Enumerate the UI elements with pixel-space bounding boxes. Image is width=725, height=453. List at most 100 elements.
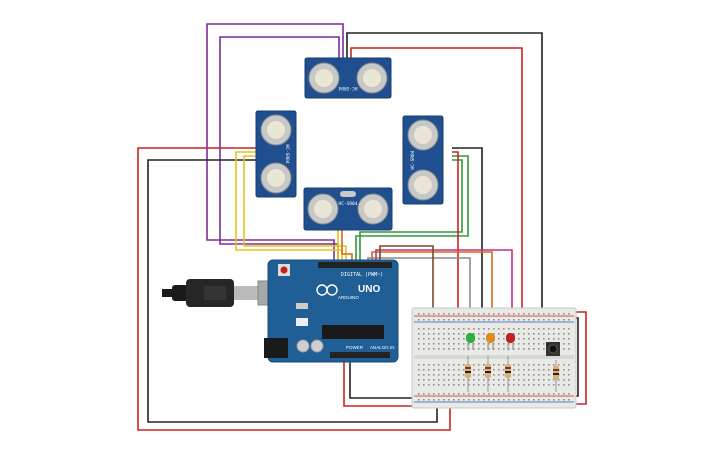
breadboard-hole[interactable] xyxy=(513,399,515,401)
breadboard-hole[interactable] xyxy=(433,328,435,330)
breadboard-hole[interactable] xyxy=(453,348,455,350)
breadboard-hole[interactable] xyxy=(483,348,485,350)
breadboard-hole[interactable] xyxy=(448,338,450,340)
breadboard-hole[interactable] xyxy=(483,328,485,330)
breadboard-hole[interactable] xyxy=(483,333,485,335)
wire-black-gnd[interactable] xyxy=(349,360,436,399)
breadboard-hole[interactable] xyxy=(563,313,565,315)
breadboard-hole[interactable] xyxy=(553,328,555,330)
breadboard-hole[interactable] xyxy=(513,374,515,376)
breadboard-hole[interactable] xyxy=(438,328,440,330)
breadboard-hole[interactable] xyxy=(538,313,540,315)
breadboard-hole[interactable] xyxy=(483,384,485,386)
breadboard-hole[interactable] xyxy=(488,319,490,321)
breadboard-hole[interactable] xyxy=(543,364,545,366)
led-orange[interactable] xyxy=(486,333,495,350)
breadboard-hole[interactable] xyxy=(433,374,435,376)
breadboard-hole[interactable] xyxy=(523,338,525,340)
breadboard-hole[interactable] xyxy=(528,393,530,395)
breadboard-hole[interactable] xyxy=(513,343,515,345)
breadboard-hole[interactable] xyxy=(563,374,565,376)
breadboard-hole[interactable] xyxy=(483,393,485,395)
breadboard-hole[interactable] xyxy=(568,369,570,371)
breadboard-hole[interactable] xyxy=(563,364,565,366)
breadboard-hole[interactable] xyxy=(508,384,510,386)
breadboard-hole[interactable] xyxy=(443,348,445,350)
breadboard-hole[interactable] xyxy=(543,338,545,340)
breadboard-hole[interactable] xyxy=(473,379,475,381)
breadboard-hole[interactable] xyxy=(443,369,445,371)
breadboard-hole[interactable] xyxy=(493,364,495,366)
breadboard-hole[interactable] xyxy=(488,399,490,401)
breadboard-hole[interactable] xyxy=(468,313,470,315)
breadboard-hole[interactable] xyxy=(508,393,510,395)
breadboard-hole[interactable] xyxy=(568,374,570,376)
breadboard-hole[interactable] xyxy=(478,333,480,335)
breadboard-hole[interactable] xyxy=(548,313,550,315)
breadboard-hole[interactable] xyxy=(548,379,550,381)
breadboard-hole[interactable] xyxy=(543,328,545,330)
breadboard-hole[interactable] xyxy=(473,369,475,371)
breadboard-hole[interactable] xyxy=(443,333,445,335)
breadboard-hole[interactable] xyxy=(518,369,520,371)
breadboard-hole[interactable] xyxy=(473,333,475,335)
breadboard-hole[interactable] xyxy=(528,333,530,335)
breadboard-hole[interactable] xyxy=(468,348,470,350)
breadboard-hole[interactable] xyxy=(458,369,460,371)
breadboard-hole[interactable] xyxy=(543,343,545,345)
breadboard-hole[interactable] xyxy=(438,374,440,376)
breadboard-hole[interactable] xyxy=(438,384,440,386)
breadboard-hole[interactable] xyxy=(493,328,495,330)
breadboard-hole[interactable] xyxy=(518,313,520,315)
breadboard-hole[interactable] xyxy=(568,338,570,340)
breadboard-hole[interactable] xyxy=(473,384,475,386)
breadboard-hole[interactable] xyxy=(453,333,455,335)
breadboard-hole[interactable] xyxy=(528,399,530,401)
breadboard-hole[interactable] xyxy=(463,364,465,366)
breadboard-hole[interactable] xyxy=(463,328,465,330)
breadboard-hole[interactable] xyxy=(518,379,520,381)
breadboard-hole[interactable] xyxy=(438,379,440,381)
breadboard-hole[interactable] xyxy=(503,374,505,376)
breadboard-hole[interactable] xyxy=(568,364,570,366)
breadboard-hole[interactable] xyxy=(533,319,535,321)
breadboard-hole[interactable] xyxy=(418,343,420,345)
breadboard-hole[interactable] xyxy=(478,369,480,371)
breadboard-hole[interactable] xyxy=(493,384,495,386)
breadboard-hole[interactable] xyxy=(503,338,505,340)
breadboard-hole[interactable] xyxy=(513,313,515,315)
breadboard-hole[interactable] xyxy=(488,393,490,395)
breadboard-hole[interactable] xyxy=(448,328,450,330)
breadboard-hole[interactable] xyxy=(553,393,555,395)
breadboard-hole[interactable] xyxy=(513,319,515,321)
breadboard-hole[interactable] xyxy=(563,393,565,395)
breadboard-hole[interactable] xyxy=(548,374,550,376)
breadboard-hole[interactable] xyxy=(493,348,495,350)
breadboard-hole[interactable] xyxy=(428,369,430,371)
breadboard-hole[interactable] xyxy=(428,399,430,401)
breadboard-hole[interactable] xyxy=(523,399,525,401)
breadboard-hole[interactable] xyxy=(438,348,440,350)
breadboard-hole[interactable] xyxy=(538,364,540,366)
breadboard-hole[interactable] xyxy=(443,313,445,315)
breadboard-hole[interactable] xyxy=(468,393,470,395)
breadboard-hole[interactable] xyxy=(458,313,460,315)
breadboard-hole[interactable] xyxy=(528,328,530,330)
breadboard-hole[interactable] xyxy=(513,333,515,335)
breadboard-hole[interactable] xyxy=(463,313,465,315)
resistor[interactable] xyxy=(485,356,491,392)
breadboard-hole[interactable] xyxy=(528,369,530,371)
breadboard-hole[interactable] xyxy=(518,319,520,321)
breadboard-hole[interactable] xyxy=(493,369,495,371)
usb-cable[interactable] xyxy=(162,279,281,307)
breadboard-hole[interactable] xyxy=(538,393,540,395)
breadboard-hole[interactable] xyxy=(463,348,465,350)
breadboard-hole[interactable] xyxy=(418,393,420,395)
breadboard-hole[interactable] xyxy=(448,379,450,381)
breadboard-hole[interactable] xyxy=(563,379,565,381)
breadboard-hole[interactable] xyxy=(443,374,445,376)
breadboard-hole[interactable] xyxy=(538,384,540,386)
breadboard-hole[interactable] xyxy=(563,333,565,335)
breadboard-hole[interactable] xyxy=(483,369,485,371)
breadboard-hole[interactable] xyxy=(543,399,545,401)
